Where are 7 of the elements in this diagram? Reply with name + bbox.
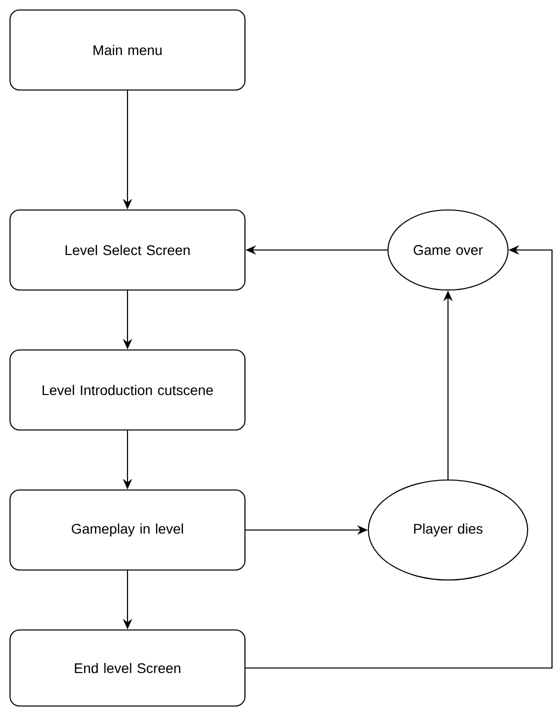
process-box: End level Screen: [10, 629, 246, 707]
ellipse-node: Player dies: [368, 479, 528, 581]
process-box: Level Select Screen: [10, 209, 246, 291]
process-box: Level Introduction cutscene: [10, 349, 246, 431]
process-box: Main menu: [10, 9, 246, 91]
ellipse-node: Game over: [387, 209, 509, 291]
process-box: Gameplay in level: [10, 489, 246, 571]
